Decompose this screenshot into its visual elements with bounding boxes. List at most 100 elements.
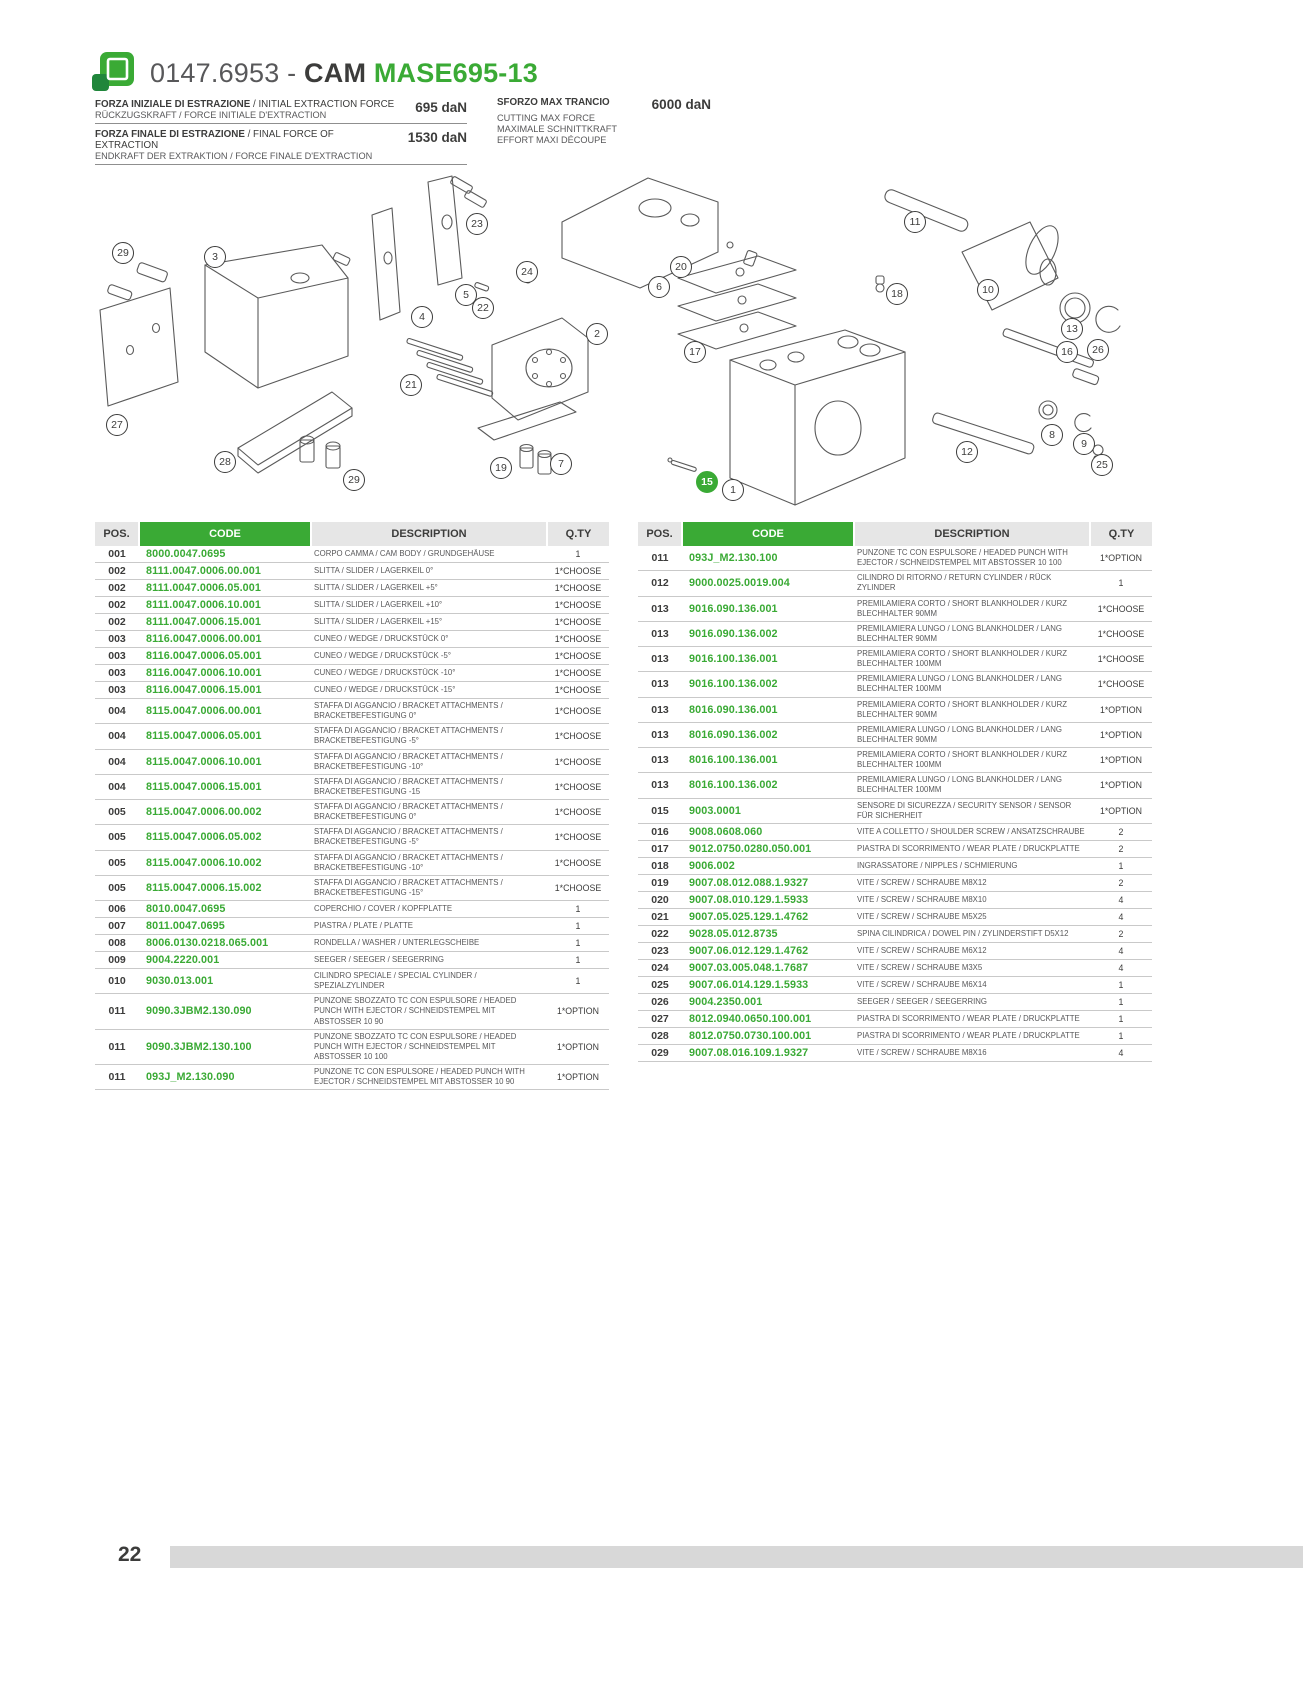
cell-pos: 002 <box>95 579 139 597</box>
final-force-value: 1530 daN <box>407 130 467 145</box>
cell-pos: 018 <box>638 857 682 875</box>
cell-pos: 002 <box>95 613 139 631</box>
cell-qty: 1*CHOOSE <box>547 681 609 699</box>
cell-desc: PIASTRA DI SCORRIMENTO / WEAR PLATE / DR… <box>854 840 1090 858</box>
cell-code: 9028.05.012.8735 <box>682 925 854 943</box>
cell-pos: 013 <box>638 722 682 749</box>
cell-pos: 016 <box>638 823 682 841</box>
cell-desc: CILINDRO SPECIALE / SPECIAL CYLINDER / S… <box>311 968 547 995</box>
cell-qty: 1*CHOOSE <box>547 875 609 902</box>
cell-pos: 004 <box>95 723 139 750</box>
cell-code: 9007.03.005.048.1.7687 <box>682 959 854 977</box>
page-title: 0147.6953 - CAM MASE695-13 <box>150 57 538 88</box>
page-header: 0147.6953 - CAM MASE695-13 <box>90 50 538 96</box>
cell-qty: 2 <box>1090 840 1152 858</box>
cell-qty: 4 <box>1090 908 1152 926</box>
cell-pos: 002 <box>95 562 139 580</box>
cell-pos: 025 <box>638 976 682 994</box>
cell-qty: 1*OPTION <box>1090 772 1152 799</box>
cell-qty: 1 <box>1090 1027 1152 1045</box>
cell-desc: RONDELLA / WASHER / UNTERLEGSCHEIBE <box>311 934 547 952</box>
cell-qty: 1 <box>547 968 609 995</box>
cell-desc: CUNEO / WEDGE / DRUCKSTÜCK -10° <box>311 664 547 682</box>
cell-code: 8016.100.136.002 <box>682 772 854 799</box>
diagram-callout-7-22: 7 <box>550 453 572 475</box>
cell-desc: STAFFA DI AGGANCIO / BRACKET ATTACHMENTS… <box>311 774 547 801</box>
cell-code: 8115.0047.0006.00.001 <box>139 698 311 725</box>
cell-qty: 1*CHOOSE <box>547 799 609 826</box>
cell-desc: SLITTA / SLIDER / LAGERKEIL +5° <box>311 579 547 597</box>
cell-pos: 013 <box>638 697 682 723</box>
cell-desc: SLITTA / SLIDER / LAGERKEIL +15° <box>311 613 547 631</box>
cell-qty: 1 <box>547 951 609 969</box>
cell-pos: 011 <box>95 1064 139 1091</box>
cell-qty: 4 <box>1090 959 1152 977</box>
col-header-code: CODE <box>138 522 311 546</box>
cell-pos: 011 <box>95 1029 139 1066</box>
diagram-callout-23-2: 23 <box>466 213 488 235</box>
cell-desc: PIASTRA / PLATE / PLATTE <box>311 917 547 935</box>
cell-qty: 1*OPTION <box>547 1064 609 1091</box>
diagram-callout-27-18: 27 <box>106 414 128 436</box>
cell-pos: 003 <box>95 630 139 648</box>
extraction-forces: FORZA INIZIALE DI ESTRAZIONE / INITIAL E… <box>95 97 467 168</box>
cell-pos: 011 <box>638 546 682 572</box>
diagram-callout-13-14: 13 <box>1061 318 1083 340</box>
diagram-callout-20-9: 20 <box>670 256 692 278</box>
cell-pos: 003 <box>95 681 139 699</box>
cell-code: 9007.06.012.129.1.4762 <box>682 942 854 960</box>
cell-qty: 4 <box>1090 891 1152 909</box>
diagram-callout-28-19: 28 <box>214 451 236 473</box>
cell-qty: 1*OPTION <box>1090 798 1152 824</box>
diagram-callout-21-17: 21 <box>400 374 422 396</box>
max-cutting-force: SFORZO MAX TRANCIO 6000 daN CUTTING MAX … <box>497 97 711 145</box>
cell-pos: 013 <box>638 596 682 622</box>
cell-qty: 1 <box>547 900 609 918</box>
cell-qty: 1*OPTION <box>1090 546 1152 572</box>
cell-pos: 013 <box>638 747 682 774</box>
cell-code: 8111.0047.0006.10.001 <box>139 596 311 614</box>
cell-desc: SEEGER / SEEGER / SEEGERRING <box>854 993 1090 1011</box>
cell-desc: VITE / SCREW / SCHRAUBE M3X5 <box>854 959 1090 977</box>
cell-code: 9030.013.001 <box>139 968 311 995</box>
cell-desc: CILINDRO DI RITORNO / RETURN CYLINDER / … <box>854 570 1090 597</box>
cell-code: 9007.06.014.129.1.5933 <box>682 976 854 994</box>
cell-qty: 1*OPTION <box>1090 722 1152 749</box>
cell-code: 8006.0130.0218.065.001 <box>139 934 311 952</box>
cell-pos: 005 <box>95 824 139 851</box>
cell-pos: 013 <box>638 646 682 673</box>
cell-desc: SENSORE DI SICUREZZA / SECURITY SENSOR /… <box>854 798 1090 824</box>
cell-code: 9007.08.012.088.1.9327 <box>682 874 854 892</box>
diagram-callout-1-24: 1 <box>722 479 744 501</box>
diagram-callout-24-3: 24 <box>516 261 538 283</box>
cell-pos: 003 <box>95 664 139 682</box>
cell-pos: 022 <box>638 925 682 943</box>
cell-desc: CUNEO / WEDGE / DRUCKSTÜCK 0° <box>311 630 547 648</box>
brand-logo-icon <box>92 52 134 91</box>
cell-desc: STAFFA DI AGGANCIO / BRACKET ATTACHMENTS… <box>311 850 547 876</box>
diagram-callout-26-16: 26 <box>1087 339 1109 361</box>
product-model: MASE695-13 <box>373 57 538 88</box>
cell-qty: 1*CHOOSE <box>547 664 609 682</box>
cell-pos: 002 <box>95 596 139 614</box>
cell-qty: 1*CHOOSE <box>547 579 609 597</box>
